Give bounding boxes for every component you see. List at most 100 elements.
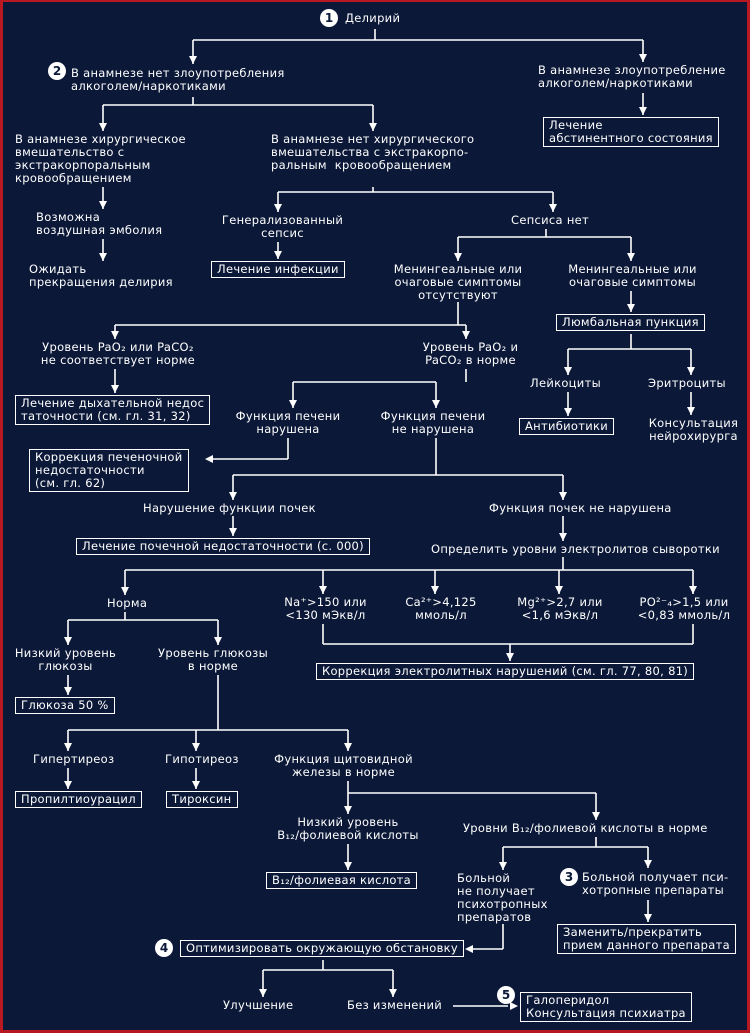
node-hypothyroid: Гипотиреоз xyxy=(165,752,239,766)
arrowhead xyxy=(64,743,72,751)
arrowhead xyxy=(369,123,377,131)
box-propylthiouracil: Пропилтиоурацил xyxy=(15,791,142,808)
text-line: <130 мЭкв/л xyxy=(285,608,366,622)
node-kidney-impaired: Нарушение функции почек xyxy=(143,501,316,515)
text-line: PaCO₂ в норме xyxy=(425,353,516,367)
arrowhead xyxy=(344,743,352,751)
text-line: психотропных xyxy=(457,897,548,911)
text-line: Ca²⁺>4,125 xyxy=(405,595,477,609)
box-infection-treatment: Лечение инфекции xyxy=(211,261,345,278)
arrowhead xyxy=(432,400,440,408)
arrowhead xyxy=(189,56,197,64)
text-line: глюкозы xyxy=(38,659,93,673)
arrowhead xyxy=(462,331,470,339)
arrowhead xyxy=(431,586,439,594)
text-line: ммоль/л xyxy=(415,608,467,622)
arrowhead xyxy=(689,586,697,594)
text-line: В анамнезе хирургическое xyxy=(15,132,186,146)
arrowhead xyxy=(64,781,72,789)
connector-lines xyxy=(64,29,697,1010)
arrowhead xyxy=(564,367,572,375)
text-line: прием данного препарата xyxy=(563,938,730,952)
arrowhead xyxy=(555,586,563,594)
step-marker-4: 4 xyxy=(155,939,173,957)
arrowhead xyxy=(687,367,695,375)
arrowhead xyxy=(592,812,600,820)
text-line: Галоперидол xyxy=(526,993,610,1007)
text-line: абстинентного состояния xyxy=(549,131,713,145)
text-line: очаговые симптомы xyxy=(394,275,522,289)
node-norm: Норма xyxy=(107,596,148,610)
arrowhead xyxy=(499,862,507,870)
text-line: кровообращением xyxy=(15,171,132,185)
arrowhead xyxy=(687,407,695,415)
node-b12-normal: Уровни B₁₂/фолиевой кислоты в норме xyxy=(463,821,708,835)
arrowhead xyxy=(229,528,237,536)
arrowhead xyxy=(559,533,567,541)
arrowhead xyxy=(344,806,352,814)
arrowhead xyxy=(111,385,119,393)
text-line: Генерализованный xyxy=(221,213,344,227)
node-phosphate: PO²⁻₄>1,5 или<0,83 ммоль/л xyxy=(625,596,743,622)
text-line: PO²⁻₄>1,5 или xyxy=(639,595,729,609)
arrowhead xyxy=(274,251,282,259)
arrowhead xyxy=(549,204,557,212)
arrowhead xyxy=(465,945,473,953)
node-leukocytes: Лейкоциты xyxy=(530,376,601,390)
text-line: Низкий уровень xyxy=(14,646,117,660)
arrowhead xyxy=(214,637,222,645)
arrowhead xyxy=(229,492,237,500)
text-line: отсутствуют xyxy=(418,288,498,302)
text-line: недостаточности xyxy=(35,463,145,477)
node-magnesium: Mg²⁺>2,7 или<1,6 мЭкв/л xyxy=(505,596,615,622)
box-optimize-environment: Оптимизировать окружающую обстановку xyxy=(180,940,465,957)
step-marker-5: 5 xyxy=(497,986,515,1004)
text-line: не нарушена xyxy=(391,422,475,436)
text-line: алкоголем/наркотиками xyxy=(71,79,226,93)
text-line: В анамнезе нет злоупотребления xyxy=(71,66,285,80)
text-line: Заменить/прекратить xyxy=(563,925,703,939)
text-line: Низкий уровень xyxy=(297,815,399,829)
node-electrolytes: Определить уровни электролитов сыворотки xyxy=(431,542,720,556)
text-line: Менингеальные или xyxy=(393,262,523,276)
text-line: Функция печени xyxy=(235,409,341,423)
arrowhead xyxy=(99,253,107,261)
text-line: Больной xyxy=(457,871,511,885)
node-improvement: Улучшение xyxy=(223,998,294,1012)
text-line: экстракорпоральным xyxy=(15,158,151,172)
arrowhead xyxy=(64,637,72,645)
arrowhead xyxy=(559,492,567,500)
arrowhead xyxy=(506,653,514,661)
text-line: воздушная эмболия xyxy=(36,223,163,237)
text-line: Коррекция печеночной xyxy=(35,450,183,464)
text-line: вмешательства с экстракорпо- xyxy=(271,145,469,159)
box-b12-treatment: B₁₂/фолиевая кислота xyxy=(266,872,418,889)
arrowhead xyxy=(99,201,107,209)
node-no-change: Без изменений xyxy=(347,998,443,1012)
text-line: Mg²⁺>2,7 или xyxy=(517,595,603,609)
text-line: Лечение дыхательной недос xyxy=(21,396,205,410)
text-line: вмешательство с xyxy=(15,145,125,159)
flowchart-board: 1 Делирий 2 В анамнезе нет злоупотреблен… xyxy=(3,2,747,1030)
arrowhead xyxy=(644,914,652,922)
step-marker-1: 1 xyxy=(320,9,338,27)
box-electrolyte-correction: Коррекция электролитных нарушений (см. г… xyxy=(316,663,695,680)
text-line: Na⁺>150 или xyxy=(284,595,367,609)
text-line: прекращения делирия xyxy=(29,275,173,289)
arrowhead xyxy=(192,781,200,789)
text-line: В анамнезе нет хирургического xyxy=(271,132,475,146)
text-line: хотропные препараты xyxy=(582,883,725,897)
arrowhead xyxy=(639,54,647,62)
text-line: нейрохирурга xyxy=(649,429,738,443)
